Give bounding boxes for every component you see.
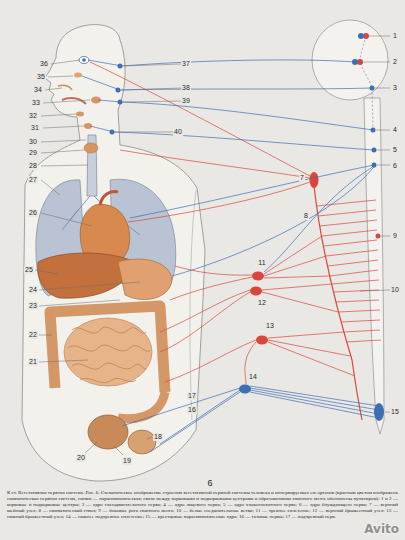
- head-organs-part: [74, 73, 82, 78]
- ganglia-part: [376, 234, 381, 239]
- heart-part: [100, 192, 118, 205]
- callout-number: 10: [390, 286, 400, 294]
- callout-number: 7: [299, 174, 305, 182]
- callout-number: 15: [390, 408, 400, 416]
- brain-and-cord-part: [358, 33, 364, 39]
- callout-number: 33: [31, 99, 41, 107]
- callout-number: 2: [392, 58, 398, 66]
- parasympathetic-nerves-part: [88, 60, 355, 66]
- callout-number: 25: [24, 266, 34, 274]
- page-number: 6: [206, 478, 213, 488]
- brain-and-cord: [312, 20, 388, 434]
- ganglia-part: [310, 172, 319, 188]
- callout-number: 34: [33, 86, 43, 94]
- callout-number: 36: [39, 60, 49, 68]
- callout-number: 20: [76, 454, 86, 462]
- callout-number: 23: [28, 302, 38, 310]
- parasympathetic-nerves-part: [250, 386, 379, 418]
- callout-number: 14: [248, 373, 258, 381]
- sympathetic-nerves: [90, 62, 381, 420]
- body-outline: [22, 25, 205, 482]
- abdominal-organs-part: [68, 327, 150, 382]
- abdominal-organs-part: [38, 253, 135, 298]
- callout-number: 31: [30, 124, 40, 132]
- parasympathetic-nerves-part: [98, 100, 373, 130]
- leader-lines-part: [360, 36, 390, 412]
- body-outline-part: [22, 25, 205, 482]
- abdominal-organs-part: [118, 259, 172, 300]
- body-outline-part: [190, 190, 196, 420]
- ganglia: [250, 172, 381, 345]
- callout-number: 13: [265, 322, 275, 330]
- abdominal-organs-part: [50, 306, 165, 392]
- callout-number: 16: [187, 406, 197, 414]
- leader-lines: [35, 36, 390, 455]
- callout-number: 6: [392, 162, 398, 170]
- ganglia-part: [256, 336, 268, 345]
- parasympathetic-ganglia-part: [110, 130, 115, 135]
- sympathetic-nerves-part: [262, 236, 355, 376]
- callout-number: 18: [153, 433, 163, 441]
- head-organs: [58, 57, 101, 130]
- leader-lines-part: [35, 60, 152, 455]
- brain-and-cord-part: [360, 36, 373, 130]
- callout-number: 17: [187, 392, 197, 400]
- leader-lines-part: [115, 64, 181, 132]
- callout-number: 4: [392, 126, 398, 134]
- callout-number: 24: [28, 286, 38, 294]
- callout-number: 32: [28, 112, 38, 120]
- callout-number: 35: [36, 73, 46, 81]
- watermark: Avito: [363, 522, 400, 536]
- head-organs-part: [76, 112, 84, 117]
- callout-number: 22: [28, 331, 38, 339]
- lungs-part: [84, 143, 98, 153]
- callout-number: 39: [181, 97, 191, 105]
- sympathetic-nerves-part: [90, 62, 310, 222]
- callout-number: 21: [28, 358, 38, 366]
- callout-number: 38: [181, 84, 191, 92]
- callout-number: 28: [28, 162, 38, 170]
- parasympathetic-nerves-part: [122, 388, 240, 452]
- callout-number: 11: [257, 259, 266, 267]
- callout-number: 26: [28, 209, 38, 217]
- sympathetic-nerves-part: [314, 186, 362, 420]
- callout-number: 40: [173, 128, 183, 136]
- parasympathetic-ganglia-part: [118, 64, 123, 69]
- brain-and-cord-part: [364, 98, 384, 434]
- callout-number: 37: [181, 60, 191, 68]
- callout-number: 19: [122, 457, 132, 465]
- callout-number: 12: [257, 299, 267, 307]
- callout-number: 30: [28, 138, 38, 146]
- parasympathetic-nerves-part: [82, 76, 372, 90]
- abdominal-organs-part: [88, 415, 128, 449]
- head-organs-part: [79, 57, 89, 64]
- parasympathetic-nerves-part: [90, 126, 374, 150]
- parasympathetic-nerves-part: [130, 165, 374, 276]
- ganglia-part: [252, 272, 264, 281]
- sympathetic-nerves-part: [160, 266, 256, 384]
- ganglia-part: [250, 287, 262, 296]
- callout-number: 5: [392, 146, 398, 154]
- head-organs-part: [82, 58, 86, 62]
- parasympathetic-nerves: [82, 60, 379, 452]
- parasympathetic-ganglia-part: [116, 88, 121, 93]
- abdominal-organs: [38, 253, 172, 454]
- callout-number: 1: [392, 32, 398, 40]
- parasympathetic-ganglia-part: [118, 100, 123, 105]
- callout-number: 27: [28, 176, 38, 184]
- callout-number: 3: [392, 84, 398, 92]
- callout-number: 8: [303, 212, 309, 220]
- figure-caption: К ст. Вегетативная нервная система. Рис.…: [7, 490, 398, 520]
- parasympathetic-ganglia: [110, 64, 252, 394]
- abdominal-organs-part: [64, 318, 152, 386]
- callout-number: 9: [392, 232, 398, 240]
- sympathetic-nerves-part: [317, 200, 381, 342]
- head-organs-part: [58, 85, 72, 90]
- parasympathetic-ganglia-part: [239, 385, 251, 394]
- callout-number: 29: [28, 149, 38, 157]
